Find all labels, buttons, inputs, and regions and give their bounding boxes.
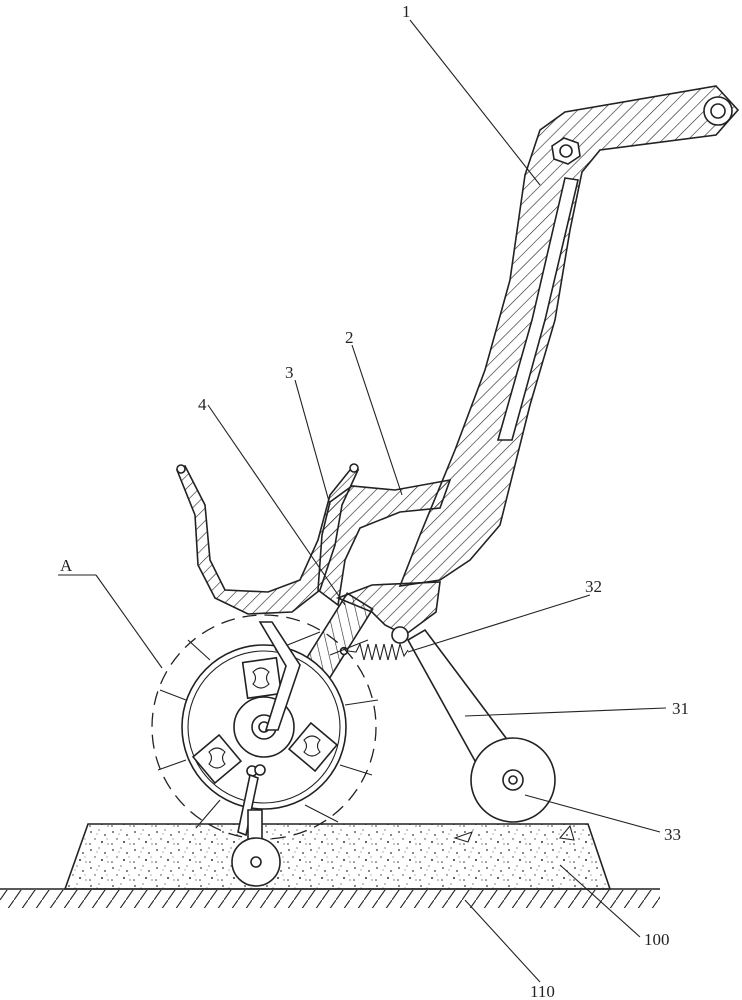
soil-ridge (63, 823, 612, 890)
label-support-arm: 2 (345, 328, 354, 347)
tension-spring (347, 642, 409, 661)
seed-cell (287, 721, 339, 773)
label-ground: 110 (530, 982, 555, 1000)
ground (0, 888, 660, 908)
seed-hopper (175, 463, 360, 615)
furrow-wheel (231, 809, 281, 887)
label-handle: 1 (402, 2, 411, 21)
label-pivot-link: 4 (198, 395, 207, 414)
leader-lines (58, 19, 667, 983)
seed-cell (241, 656, 283, 700)
seed-metering-wheel (151, 614, 379, 840)
label-spring: 32 (585, 577, 602, 596)
label-rear-arm: 31 (672, 699, 689, 718)
label-soil-ridge: 100 (644, 930, 670, 949)
support-arm (317, 478, 452, 607)
label-rear-wheel: 33 (664, 825, 681, 844)
rear-wheel-arm (406, 628, 556, 823)
handle-frame (398, 85, 740, 587)
seed-cell (191, 733, 243, 785)
label-hopper: 3 (285, 363, 294, 382)
label-detail-a: A (60, 556, 73, 575)
